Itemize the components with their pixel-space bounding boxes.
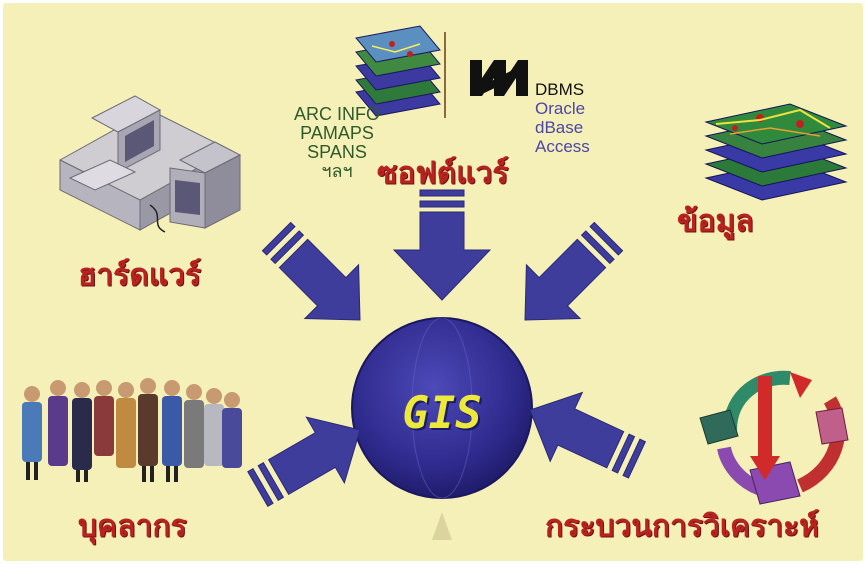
- label-data: ข้อมูล: [677, 204, 754, 239]
- label-process: กระบวนการวิเคราะห์: [545, 509, 819, 544]
- dbms-item: Oracle: [535, 99, 586, 118]
- software-list: ARC INFO PAMAPS SPANS ฯลฯ: [262, 105, 412, 181]
- label-software: ซอฟต์แวร์: [377, 156, 509, 191]
- people-group-icon: [22, 378, 242, 482]
- data-arrow: [524, 221, 624, 321]
- dbms-item: Access: [535, 137, 590, 156]
- gis-globe: [351, 317, 533, 499]
- label-people: บุคลากร: [78, 509, 187, 544]
- data-layers-icon: [704, 103, 848, 201]
- dbms-logo-icon: [470, 60, 528, 96]
- software-item: ฯลฯ: [321, 161, 353, 181]
- dbms-title: DBMS: [535, 80, 585, 99]
- process-cycle-icon: [699, 370, 849, 505]
- software-item: PAMAPS: [300, 123, 374, 143]
- label-hardware: ฮาร์ดแวร์: [78, 258, 202, 293]
- dbms-item: dBase: [535, 118, 584, 137]
- hardware-arrow: [261, 221, 361, 321]
- dbms-list: DBMS Oracle dBase Access: [535, 80, 590, 156]
- people-arrow: [247, 416, 361, 508]
- software-arrow: [392, 189, 492, 301]
- process-arrow: [529, 391, 647, 479]
- software-item: SPANS: [307, 142, 367, 162]
- gis-center-label: GIS: [402, 388, 482, 439]
- computer-icon: [58, 95, 242, 233]
- software-item: ARC INFO: [293, 104, 380, 124]
- map-layers-icon: [350, 25, 450, 120]
- watermark: [432, 512, 452, 540]
